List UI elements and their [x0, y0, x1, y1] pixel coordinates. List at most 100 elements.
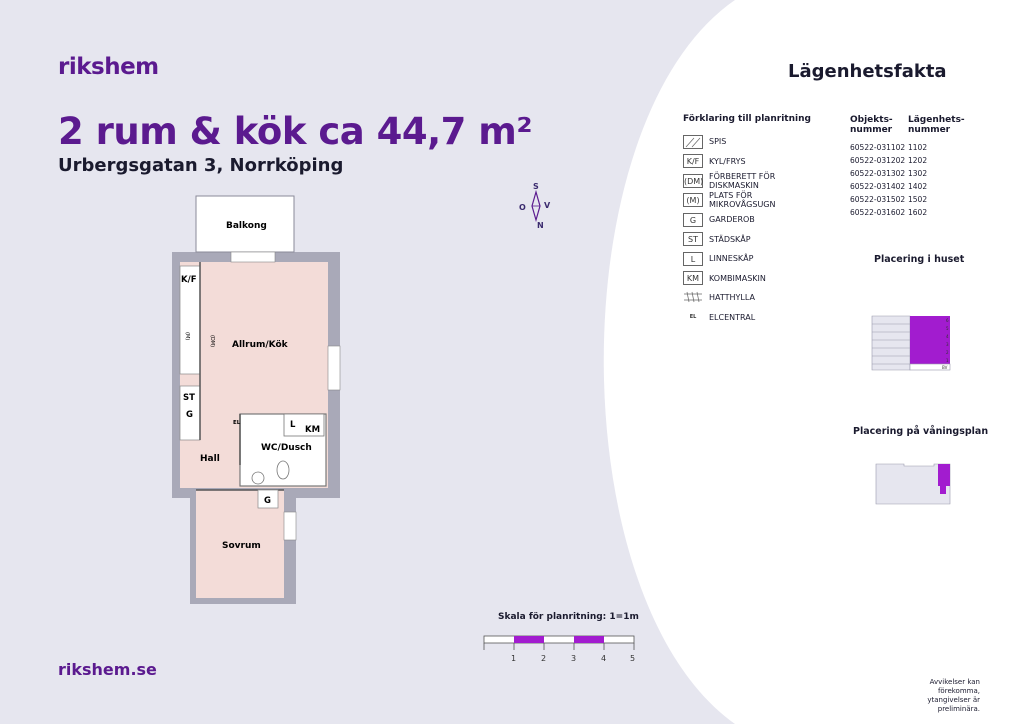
obj-number: 60522-031202 — [850, 156, 906, 165]
legend-item: EL ELCENTRAL — [683, 308, 789, 328]
legend-label: HATTHYLLA — [709, 293, 755, 303]
website-link[interactable]: rikshem.se — [58, 660, 157, 679]
apt-number: 1602 — [908, 208, 928, 217]
room-wc: WC/Dusch — [261, 443, 312, 453]
placement-house-title: Placering i huset — [874, 254, 965, 265]
floor-bv: BV — [942, 365, 948, 370]
header-obj-b: nummer — [850, 125, 893, 135]
label-dm: (DM) — [209, 335, 215, 347]
apt-number: 1102 — [908, 143, 928, 152]
legend-code: G — [683, 212, 703, 227]
label-l: L — [290, 420, 296, 430]
scale-tick-1: 1 — [511, 654, 516, 663]
apt-number: 1402 — [908, 182, 928, 191]
legend-label: STÄDSKÅP — [709, 234, 751, 244]
disclaimer-line2: ytangivelser är preliminära. — [927, 696, 980, 713]
header-apt-b: nummer — [908, 125, 951, 135]
legend-code: ST — [683, 232, 703, 247]
label-st: ST — [183, 393, 195, 403]
apt-number: 1302 — [908, 169, 928, 178]
legend-list: SPIS K/F KYL/FRYS (DM) FÖRBERETT FÖR DIS… — [683, 132, 789, 327]
header-apt: Lägenhets- — [908, 115, 965, 125]
scale-bar: 1 2 3 4 5 — [483, 635, 635, 663]
page-title: 2 rum & kök ca 44,7 m² — [58, 110, 533, 153]
legend-label: LINNESKÅP — [709, 254, 754, 264]
legend-label: KYL/FRYS — [709, 156, 746, 166]
floor-diagram — [875, 463, 951, 505]
legend-label: ELCENTRAL — [709, 312, 756, 322]
placement-floor-title: Placering på våningsplan — [853, 426, 989, 437]
building-diagram: 6 5 4 3 2 1 BV — [871, 315, 951, 371]
legend-code: (M) — [683, 193, 703, 208]
label-km: KM — [305, 425, 320, 435]
scale-title: Skala för planritning: 1=1m — [498, 612, 639, 622]
legend-label: FÖRBERETT FÖR DISKMASKIN — [709, 171, 776, 190]
hat-shelf-icon — [683, 291, 703, 305]
room-hall: Hall — [200, 454, 220, 464]
legend-label: KOMBIMASKIN — [709, 273, 766, 283]
floor-2: 2 — [946, 350, 949, 355]
legend-label: GARDEROB — [709, 215, 755, 225]
label-kf: K/F — [181, 275, 197, 285]
room-sovrum: Sovrum — [222, 541, 261, 551]
obj-number: 60522-031602 — [850, 208, 906, 217]
room-balkong: Balkong — [226, 221, 267, 231]
legend-item: (M) PLATS FÖR MIKROVÅGSUGN — [683, 191, 789, 211]
legend-code: L — [683, 251, 703, 266]
floor-6: 6 — [946, 318, 949, 323]
facts-title: Lägenhetsfakta — [788, 61, 947, 82]
obj-number: 60522-031402 — [850, 182, 906, 191]
legend-item: KM KOMBIMASKIN — [683, 269, 789, 289]
legend-item: G GARDEROB — [683, 210, 789, 230]
room-allrum: Allrum/Kök — [232, 340, 289, 350]
scale-tick-4: 4 — [601, 654, 606, 663]
label-m: (M) — [184, 332, 190, 340]
floor-5: 5 — [946, 326, 949, 331]
legend-code: EL — [689, 314, 697, 321]
legend-item: (DM) FÖRBERETT FÖR DISKMASKIN — [683, 171, 789, 191]
legend-item: HATTHYLLA — [683, 288, 789, 308]
label-el: EL — [233, 420, 241, 426]
header-obj: Objekts- — [850, 115, 893, 125]
legend-code: K/F — [683, 154, 703, 169]
legend-item: L LINNESKÅP — [683, 249, 789, 269]
floor-4: 4 — [946, 334, 949, 339]
brand-logo: rikshem — [58, 54, 159, 80]
stove-icon — [683, 134, 703, 149]
obj-number: 60522-031102 — [850, 143, 906, 152]
legend-label: SPIS — [709, 137, 727, 147]
apt-number: 1502 — [908, 195, 928, 204]
object-table: Objekts-nummer Lägenhets-nummer 60522-03… — [850, 115, 968, 219]
compass-s: S — [533, 182, 539, 191]
scale-tick-2: 2 — [541, 654, 546, 663]
legend-item: K/F KYL/FRYS — [683, 152, 789, 172]
label-g2: G — [264, 496, 271, 506]
legend-code: KM — [683, 271, 703, 286]
scale-tick-3: 3 — [571, 654, 576, 663]
obj-number: 60522-031302 — [850, 169, 906, 178]
address: Urbergsgatan 3, Norrköping — [58, 155, 344, 176]
object-table-header: Objekts-nummer Lägenhets-nummer — [850, 115, 968, 135]
legend-item: ST STÄDSKÅP — [683, 230, 789, 250]
floor-3: 3 — [946, 342, 949, 347]
apt-number: 1202 — [908, 156, 928, 165]
disclaimer: Avvikelser kan förekomma, ytangivelser ä… — [888, 678, 980, 714]
compass-icon: S O V N — [519, 182, 551, 230]
label-g1: G — [186, 410, 193, 420]
legend-title: Förklaring till planritning — [683, 114, 811, 124]
legend-item: SPIS — [683, 132, 789, 152]
disclaimer-line1: Avvikelser kan förekomma, — [929, 678, 980, 695]
floor-1: 1 — [946, 358, 949, 363]
compass-n: N — [537, 221, 544, 230]
compass-o: O — [519, 203, 526, 212]
scale-tick-5: 5 — [630, 654, 635, 663]
legend-label: PLATS FÖR MIKROVÅGSUGN — [709, 191, 776, 210]
